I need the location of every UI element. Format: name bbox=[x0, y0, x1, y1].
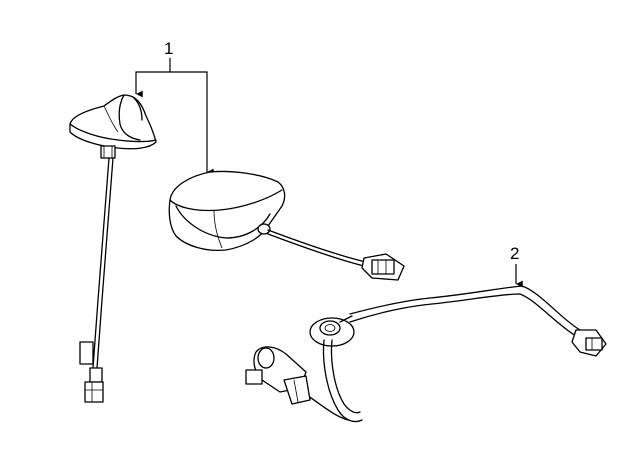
callout-1-leader bbox=[135, 58, 214, 176]
shark-fin-antenna bbox=[69, 94, 157, 403]
callout-1-label: 1 bbox=[164, 39, 174, 58]
antenna-cable bbox=[245, 285, 607, 423]
callout-2-label: 2 bbox=[510, 244, 520, 263]
antenna-module bbox=[168, 170, 405, 281]
